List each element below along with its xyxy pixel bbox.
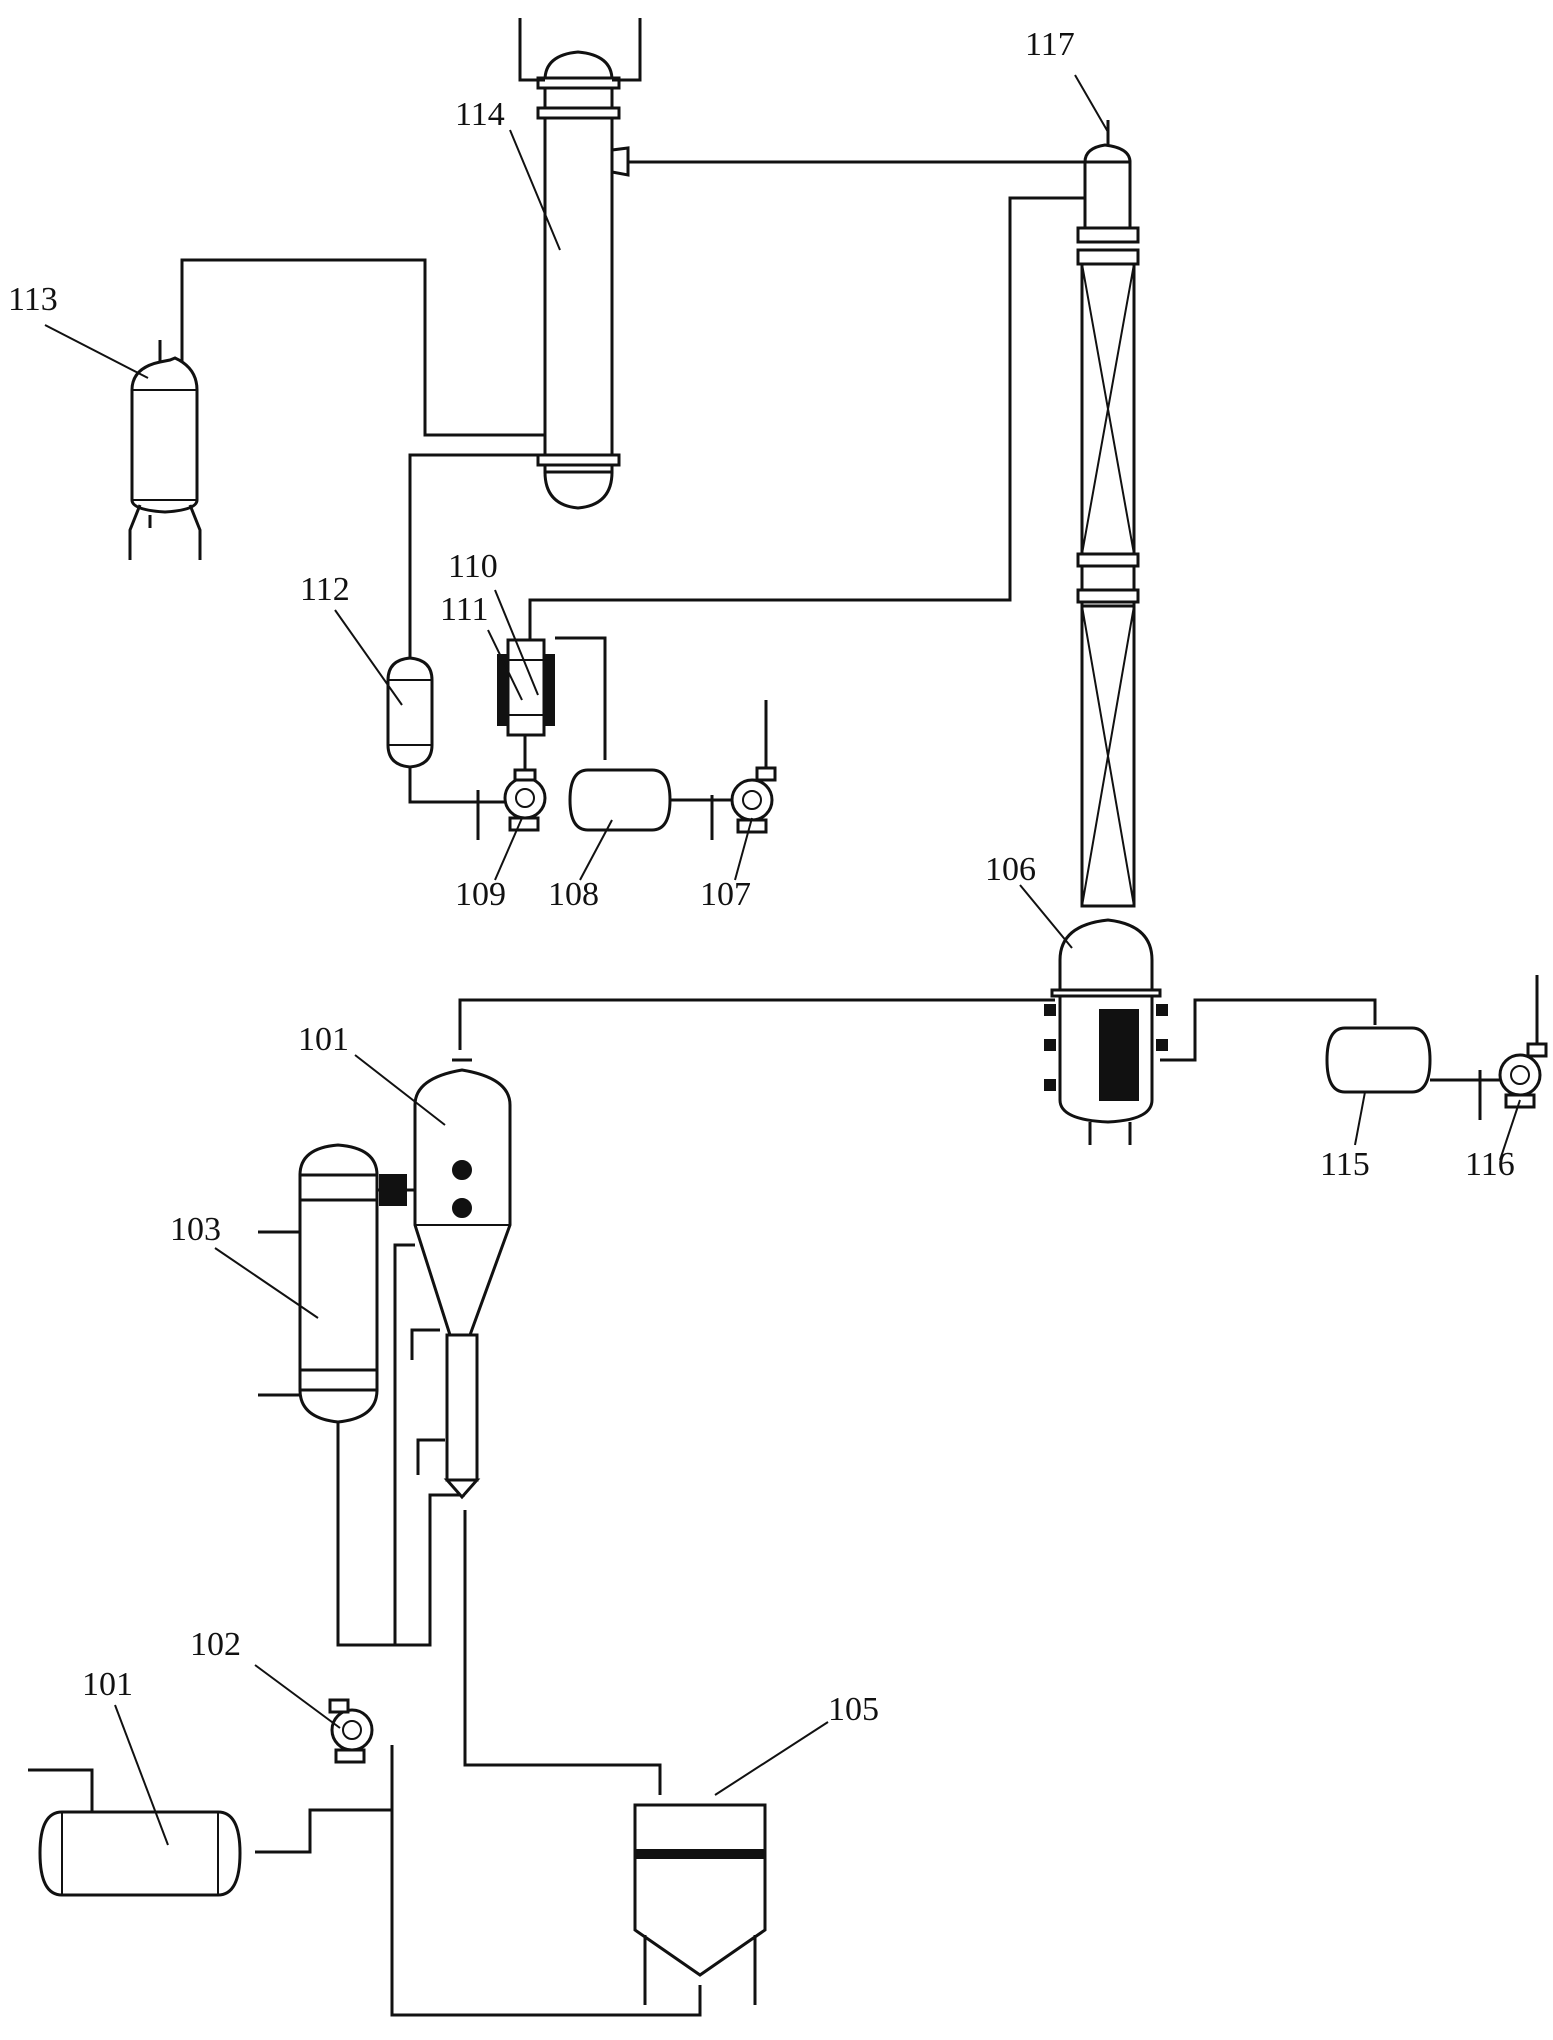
label-115: 115 bbox=[1320, 1146, 1370, 1183]
pump-102 bbox=[328, 1698, 374, 1764]
pipe-101-to-106 bbox=[458, 998, 1055, 1050]
label-101-tank: 101 bbox=[82, 1666, 133, 1703]
label-109: 109 bbox=[455, 876, 506, 913]
pipe-recycle-cone bbox=[395, 1493, 465, 1647]
label-111: 111 bbox=[440, 591, 488, 628]
pump-116 bbox=[1478, 1042, 1548, 1120]
label-101-separator: 101 bbox=[298, 1021, 349, 1058]
pipelines bbox=[28, 160, 1539, 2017]
condenser-114 bbox=[518, 18, 642, 510]
label-113: 113 bbox=[8, 281, 58, 318]
pipe-106-to-115 bbox=[1160, 998, 1377, 1062]
exchanger-103 bbox=[298, 1143, 407, 1424]
label-107: 107 bbox=[700, 876, 751, 913]
label-106: 106 bbox=[985, 851, 1036, 888]
equipment-labels: 113 114 117 112 110 111 109 108 107 106 … bbox=[8, 26, 1515, 1728]
pipe-113-to-114 bbox=[180, 258, 545, 437]
pipe-112-to-109 bbox=[408, 765, 505, 804]
label-103: 103 bbox=[170, 1211, 221, 1248]
pipe-tank-inlet bbox=[28, 1768, 94, 1812]
pipe-103-to-102 bbox=[336, 1420, 397, 1647]
exchanger-110-111 bbox=[497, 638, 555, 737]
tank-108 bbox=[568, 768, 672, 832]
label-108: 108 bbox=[548, 876, 599, 913]
receiver-112 bbox=[386, 656, 434, 769]
label-114: 114 bbox=[455, 96, 505, 133]
vessel-113 bbox=[128, 330, 202, 560]
tank-101 bbox=[38, 1810, 242, 1897]
pump-107 bbox=[710, 766, 777, 840]
label-102: 102 bbox=[190, 1626, 241, 1663]
pipe-101-nozzle-a bbox=[410, 1328, 440, 1360]
pipe-101-to-105 bbox=[463, 1510, 662, 1795]
column-106 bbox=[1044, 120, 1168, 1145]
pipe-tank-to-102 bbox=[255, 1745, 394, 1854]
pump-109 bbox=[476, 768, 547, 840]
leader-lines bbox=[44, 74, 1521, 1846]
label-116: 116 bbox=[1465, 1146, 1515, 1183]
separator-101 bbox=[413, 1058, 512, 1500]
tank-115 bbox=[1325, 1026, 1432, 1094]
label-117: 117 bbox=[1025, 26, 1075, 63]
label-112: 112 bbox=[300, 571, 350, 608]
filter-105 bbox=[633, 1803, 767, 2005]
pipe-102-to-101 bbox=[393, 1243, 415, 1645]
pipe-column-to-110 bbox=[528, 196, 1090, 640]
pipe-101-nozzle-b bbox=[416, 1438, 445, 1475]
label-110: 110 bbox=[448, 548, 498, 585]
pipe-114-to-112 bbox=[408, 453, 545, 660]
pipe-105-return bbox=[390, 1810, 702, 2017]
pipe-110-to-108 bbox=[555, 636, 607, 760]
label-105: 105 bbox=[828, 1691, 879, 1728]
